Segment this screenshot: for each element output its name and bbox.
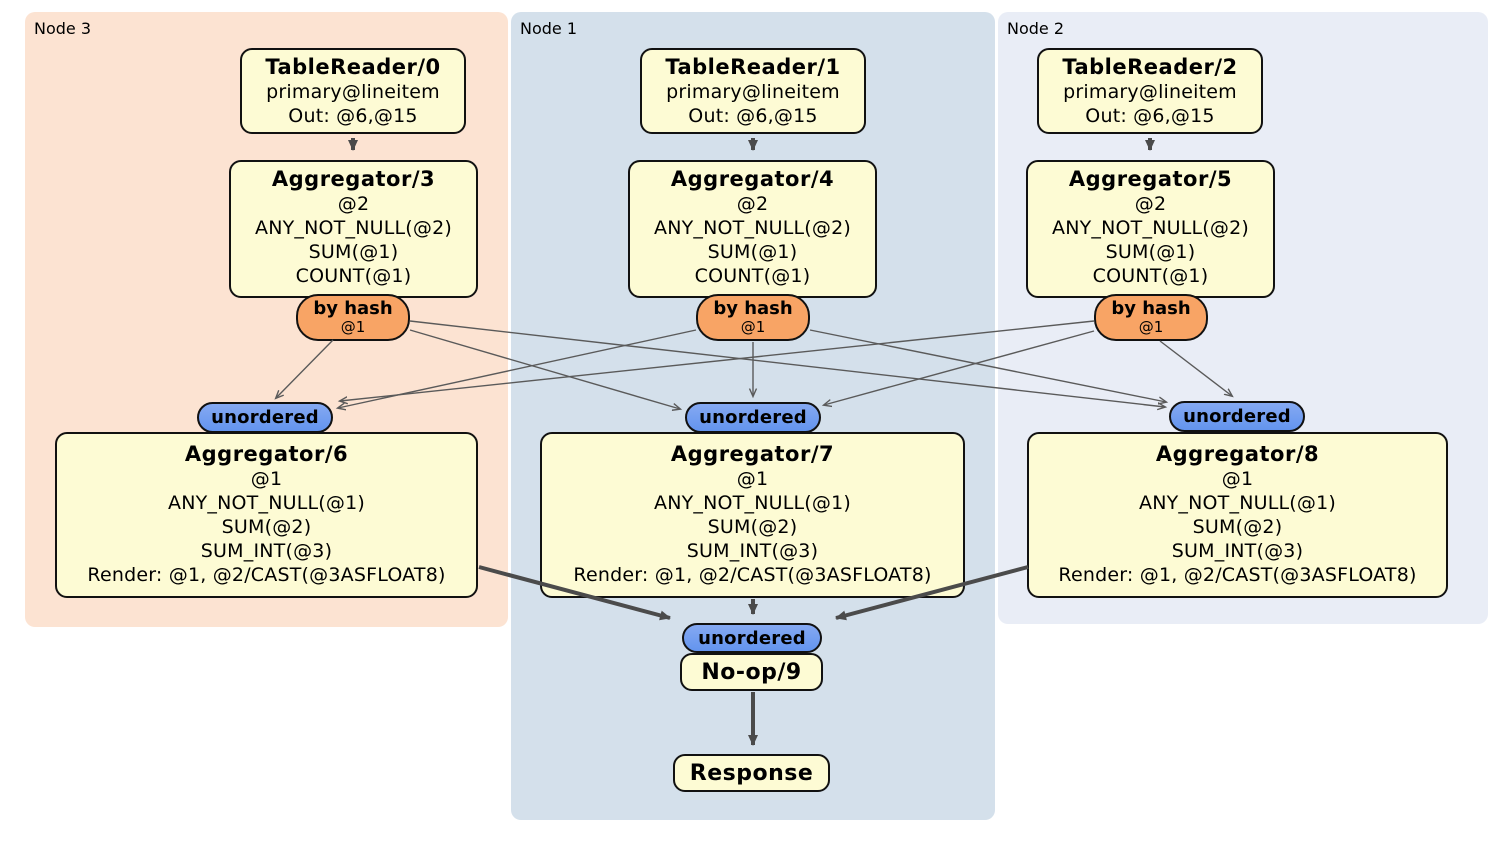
response-box: Response: [673, 754, 830, 792]
synchronizer-unordered-left: unordered: [197, 402, 333, 433]
processor-tablereader-0: TableReader/0 primary@lineitem Out: @6,@…: [240, 48, 466, 134]
processor-title: Aggregator/4: [670, 167, 835, 191]
router-label: by hash: [713, 298, 793, 319]
processor-detail-line: ANY_NOT_NULL(@2): [255, 217, 452, 239]
processor-title: Aggregator/6: [184, 442, 349, 466]
router-detail: @1: [1138, 318, 1164, 336]
router-label: by hash: [313, 298, 393, 319]
processor-title: TableReader/0: [265, 55, 441, 79]
processor-aggregator-6: Aggregator/6 @1 ANY_NOT_NULL(@1) SUM(@2)…: [55, 432, 478, 598]
processor-title: TableReader/1: [665, 55, 841, 79]
processor-tablereader-2: TableReader/2 primary@lineitem Out: @6,@…: [1037, 48, 1263, 134]
synchronizer-label: unordered: [699, 407, 807, 428]
processor-title: Aggregator/8: [1155, 442, 1320, 466]
processor-aggregator-7: Aggregator/7 @1 ANY_NOT_NULL(@1) SUM(@2)…: [540, 432, 965, 598]
processor-detail-line: SUM(@1): [1105, 241, 1196, 263]
panel-label: Node 2: [1007, 19, 1065, 38]
processor-detail-line: @1: [250, 468, 283, 490]
processor-aggregator-8: Aggregator/8 @1 ANY_NOT_NULL(@1) SUM(@2)…: [1027, 432, 1448, 598]
processor-detail-line: @2: [337, 193, 370, 215]
panel-label: Node 1: [520, 19, 578, 38]
processor-detail-line: ANY_NOT_NULL(@1): [654, 492, 851, 514]
processor-detail-line: COUNT(@1): [1092, 265, 1209, 287]
processor-detail-line: SUM_INT(@3): [1171, 540, 1304, 562]
processor-detail-line: SUM_INT(@3): [686, 540, 819, 562]
synchronizer-label: unordered: [1183, 406, 1291, 427]
processor-detail-line: COUNT(@1): [694, 265, 811, 287]
processor-detail-line: Render: @1, @2/CAST(@3ASFLOAT8): [1058, 564, 1417, 586]
router-by-hash-2: by hash @1: [1094, 294, 1208, 341]
router-label: by hash: [1111, 298, 1191, 319]
synchronizer-label: unordered: [698, 628, 806, 649]
processor-detail-line: ANY_NOT_NULL(@2): [1052, 217, 1249, 239]
processor-title: TableReader/2: [1062, 55, 1238, 79]
processor-detail-line: Out: @6,@15: [1085, 105, 1215, 127]
processor-detail-line: Out: @6,@15: [688, 105, 818, 127]
processor-detail-line: SUM(@2): [221, 516, 312, 538]
processor-detail-line: @1: [736, 468, 769, 490]
processor-detail-line: Render: @1, @2/CAST(@3ASFLOAT8): [87, 564, 446, 586]
processor-detail-line: ANY_NOT_NULL(@2): [654, 217, 851, 239]
processor-detail-line: Out: @6,@15: [288, 105, 418, 127]
router-by-hash-0: by hash @1: [296, 294, 410, 341]
processor-aggregator-4: Aggregator/4 @2 ANY_NOT_NULL(@2) SUM(@1)…: [628, 160, 877, 298]
processor-detail-line: SUM(@2): [707, 516, 798, 538]
processor-title: Aggregator/5: [1068, 167, 1233, 191]
processor-detail-line: SUM_INT(@3): [200, 540, 333, 562]
processor-detail-line: ANY_NOT_NULL(@1): [1139, 492, 1336, 514]
synchronizer-unordered-middle: unordered: [685, 402, 821, 433]
synchronizer-unordered-final: unordered: [682, 623, 822, 653]
processor-detail-line: @1: [1221, 468, 1254, 490]
processor-detail-line: primary@lineitem: [266, 81, 440, 103]
processor-aggregator-5: Aggregator/5 @2 ANY_NOT_NULL(@2) SUM(@1)…: [1026, 160, 1275, 298]
synchronizer-label: unordered: [211, 407, 319, 428]
processor-detail-line: SUM(@1): [707, 241, 798, 263]
processor-title: No-op/9: [701, 660, 802, 685]
processor-aggregator-3: Aggregator/3 @2 ANY_NOT_NULL(@2) SUM(@1)…: [229, 160, 478, 298]
processor-title: Aggregator/3: [271, 167, 436, 191]
processor-detail-line: ANY_NOT_NULL(@1): [168, 492, 365, 514]
processor-title: Response: [689, 761, 814, 786]
processor-detail-line: SUM(@2): [1192, 516, 1283, 538]
router-detail: @1: [340, 318, 366, 336]
panel-label: Node 3: [34, 19, 92, 38]
processor-detail-line: primary@lineitem: [1063, 81, 1237, 103]
processor-detail-line: COUNT(@1): [295, 265, 412, 287]
processor-detail-line: SUM(@1): [308, 241, 399, 263]
processor-noop-9: No-op/9: [680, 653, 823, 691]
router-detail: @1: [740, 318, 766, 336]
router-by-hash-1: by hash @1: [696, 294, 810, 341]
processor-detail-line: @2: [736, 193, 769, 215]
processor-tablereader-1: TableReader/1 primary@lineitem Out: @6,@…: [640, 48, 866, 134]
synchronizer-unordered-right: unordered: [1169, 401, 1305, 432]
processor-title: Aggregator/7: [670, 442, 835, 466]
processor-detail-line: @2: [1134, 193, 1167, 215]
processor-detail-line: Render: @1, @2/CAST(@3ASFLOAT8): [573, 564, 932, 586]
processor-detail-line: primary@lineitem: [666, 81, 840, 103]
